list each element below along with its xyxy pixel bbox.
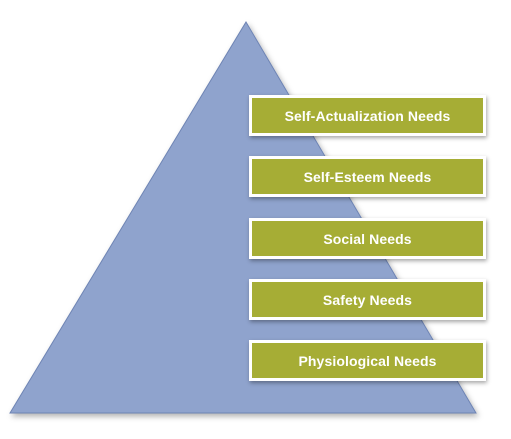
level-label-self-actualization: Self-Actualization Needs xyxy=(284,107,451,124)
level-label-social: Social Needs xyxy=(323,230,412,247)
level-label-physiological: Physiological Needs xyxy=(298,352,437,369)
level-box-self-esteem: Self-Esteem Needs xyxy=(249,156,486,197)
level-label-safety: Safety Needs xyxy=(322,291,413,308)
level-box-social: Social Needs xyxy=(249,218,486,259)
level-box-physiological: Physiological Needs xyxy=(249,340,486,381)
level-box-self-actualization: Self-Actualization Needs xyxy=(249,95,486,136)
level-box-safety: Safety Needs xyxy=(249,279,486,320)
level-label-self-esteem: Self-Esteem Needs xyxy=(303,168,432,185)
